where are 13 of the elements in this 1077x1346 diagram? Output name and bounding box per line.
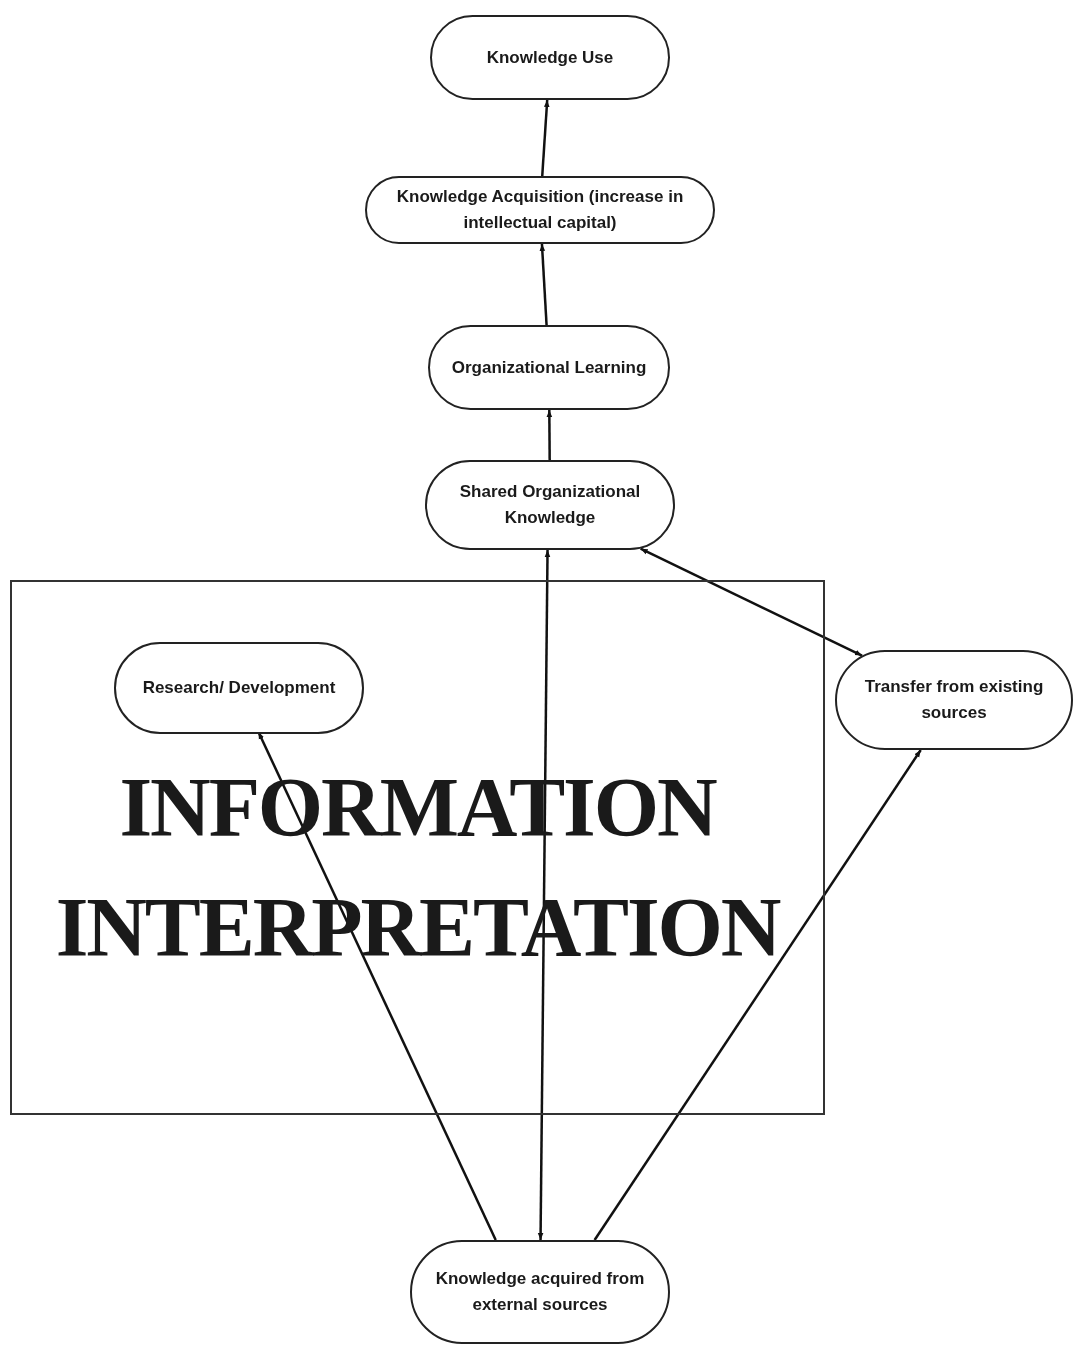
node-label: Research/ Development	[142, 677, 336, 699]
arrow	[593, 749, 922, 1241]
node-label: Knowledge acquired from external sources	[434, 1268, 646, 1316]
node-label: Transfer from existing sources	[863, 676, 1045, 724]
interpretation-frame	[10, 580, 825, 1115]
node-label: Organizational Learning	[451, 356, 647, 379]
arrow	[541, 99, 550, 177]
arrow	[537, 550, 551, 1240]
node-label: Shared Organizational Knowledge	[458, 481, 642, 529]
node-label: Knowledge Acquisition (increase in intellectual capital)	[395, 186, 685, 234]
node-label: Knowledge Use	[486, 46, 614, 69]
arrow	[546, 410, 553, 460]
arrow	[539, 243, 548, 326]
